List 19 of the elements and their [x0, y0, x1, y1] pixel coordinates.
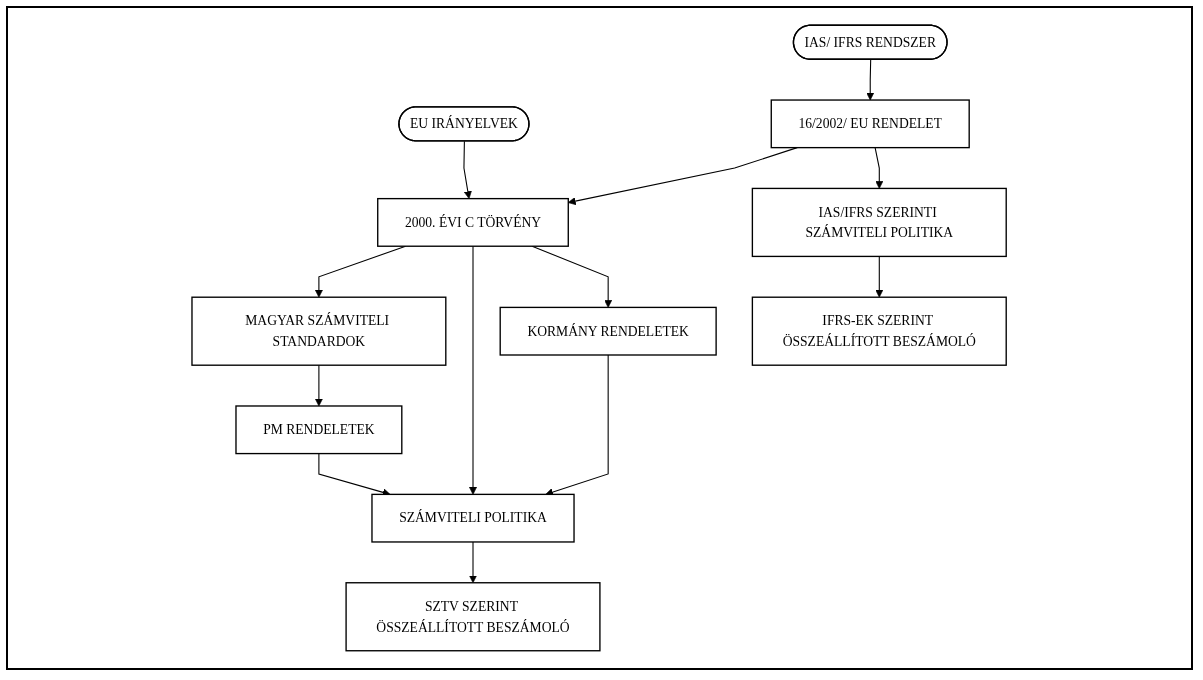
- node-box: [752, 296, 1008, 366]
- arrow: [875, 255, 884, 298]
- arrow: [463, 140, 473, 199]
- node-box: [752, 187, 1008, 258]
- node-box: [499, 306, 718, 356]
- arrow: [469, 245, 478, 495]
- node-box: [771, 99, 971, 149]
- node-box: [377, 197, 570, 247]
- arrow: [315, 364, 324, 407]
- arrow: [532, 245, 613, 308]
- node-box: [371, 493, 576, 543]
- arrow: [874, 147, 884, 189]
- arrow: [545, 354, 610, 496]
- arrow: [866, 59, 875, 101]
- arrow: [469, 541, 478, 584]
- node-box: [345, 582, 601, 652]
- node-box: [235, 405, 403, 455]
- diagram-frame: IAS/ IFRS RENDSZER EU IRÁNYELVEK 16/2002/ EU RENDELET 2000. ÉVI C TÖRVÉNY IAS/IFRS SZERINTI SZÁMVITELI POLITIKA MAGYAR SZÁMVITELI STANDARDOK KORMÁNY RENDELETEK PM RENDELETEK SZÁMVITELI POLITIKA IFRS-EK SZERINT ÖSSZEÁLLÍTOTT BESZÁMOLÓ SZTV SZERINT ÖSSZEÁLLÍTOTT BESZÁMOLÓ: [6, 6, 1193, 670]
- node-box: [191, 296, 447, 366]
